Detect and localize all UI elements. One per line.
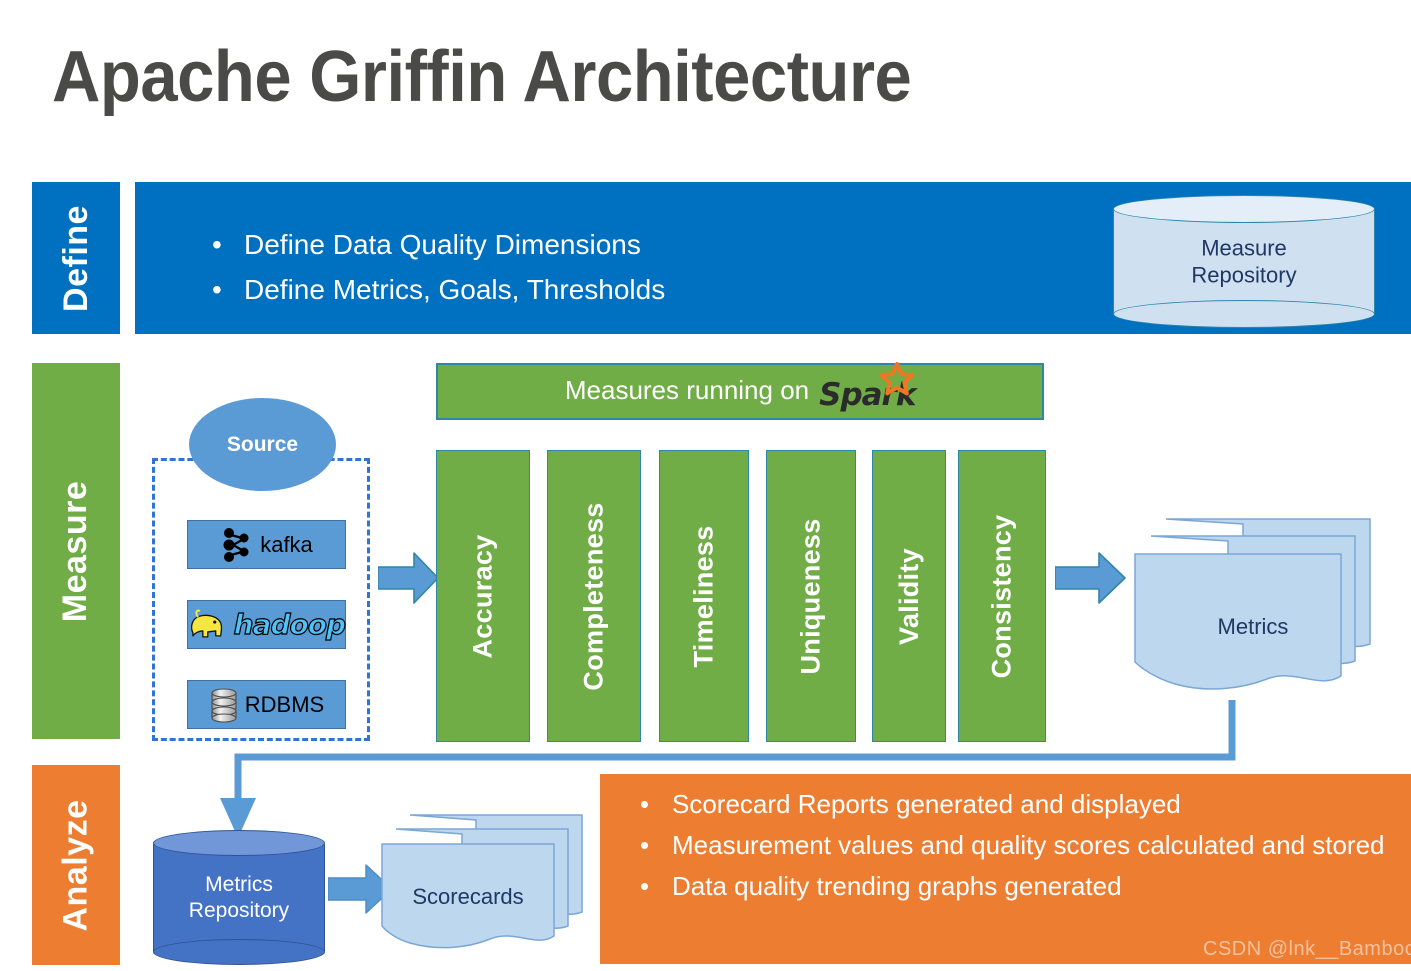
define-bullet-2: Define Metrics, Goals, Thresholds — [192, 267, 665, 312]
source-item-kafka[interactable]: kafka — [187, 520, 346, 569]
scorecards-document-stack: Scorecards — [380, 812, 585, 955]
metrics-stack-icon — [1134, 518, 1371, 690]
metrics-document-stack: Metrics — [1133, 516, 1373, 701]
analyze-bullet-2: Measurement values and quality scores ca… — [620, 825, 1400, 866]
measure-repository-cylinder: Measure Repository — [1113, 195, 1375, 328]
dimension-pillar-uniqueness: Uniqueness — [766, 450, 856, 742]
arrow-source-to-dimensions — [378, 552, 439, 604]
spark-star-icon — [879, 361, 915, 395]
dimension-label-validity: Validity — [893, 547, 924, 645]
measures-engine-bar: Measures running on Spark — [436, 361, 1044, 420]
source-ellipse-label: Source — [226, 432, 299, 456]
spark-logo: Spark — [819, 361, 916, 413]
analyze-bullet-1: Scorecard Reports generated and displaye… — [620, 784, 1400, 825]
arrow-dimensions-to-metrics — [1055, 552, 1126, 604]
stage-label-analyze: Analyze — [32, 765, 120, 965]
hadoop-elephant-icon — [191, 609, 223, 638]
stage-label-define: Define — [32, 182, 120, 334]
measures-engine-label: Measures running on — [564, 374, 810, 405]
cylinder-bottom — [1113, 300, 1375, 328]
cylinder-body — [1113, 209, 1375, 314]
arrow-repository-to-scorecards — [328, 864, 393, 914]
cylinder-top — [1113, 195, 1375, 223]
stage-label-measure: Measure — [32, 363, 120, 739]
kafka-icon — [223, 527, 249, 562]
dimension-label-completeness: Completeness — [578, 501, 609, 691]
analyze-bullet-list: Scorecard Reports generated and displaye… — [620, 784, 1400, 907]
metrics-repository-cylinder: Metrics Repository — [153, 830, 325, 965]
dimension-label-consistency: Consistency — [986, 514, 1017, 678]
analyze-bullet-3: Data quality trending graphs generated — [620, 866, 1400, 907]
page-title: Apache Griffin Architecture — [52, 37, 912, 117]
scorecards-stack-icon — [381, 814, 583, 949]
source-item-hadoop-label: hadoop — [233, 607, 347, 641]
cylinder-body — [153, 844, 325, 951]
source-item-hadoop[interactable]: hadoop — [187, 600, 347, 649]
stage-label-define-text: Define — [56, 204, 95, 312]
dimension-label-accuracy: Accuracy — [467, 534, 498, 658]
dimension-pillar-accuracy: Accuracy — [436, 450, 530, 742]
source-item-rdbms-label: RDBMS — [244, 691, 325, 717]
define-bullet-1: Define Data Quality Dimensions — [192, 222, 665, 267]
source-item-kafka-label: kafka — [260, 531, 313, 557]
source-ellipse: Source — [189, 398, 336, 491]
measures-engine-text: Measures running on Spark — [564, 361, 916, 413]
spark-wordmark: Spark — [819, 376, 916, 413]
define-bullet-list: Define Data Quality Dimensions Define Me… — [192, 222, 665, 312]
cylinder-top — [153, 830, 325, 856]
source-group-box: kafka hadoop — [152, 458, 370, 741]
dimension-pillar-validity: Validity — [872, 450, 946, 742]
dimension-pillar-completeness: Completeness — [547, 450, 641, 742]
watermark: CSDN @lnk__Bamboo — [1203, 938, 1411, 960]
source-item-rdbms[interactable]: RDBMS — [187, 680, 346, 729]
dimension-label-timeliness: Timeliness — [688, 524, 719, 668]
cylinder-bottom — [153, 939, 325, 965]
dimension-pillar-consistency: Consistency — [958, 450, 1046, 742]
dimension-pillar-timeliness: Timeliness — [659, 450, 749, 742]
database-icon — [211, 687, 237, 723]
stage-label-analyze-text: Analyze — [56, 799, 95, 931]
dimension-label-uniqueness: Uniqueness — [795, 517, 826, 675]
stage-label-measure-text: Measure — [56, 480, 95, 622]
